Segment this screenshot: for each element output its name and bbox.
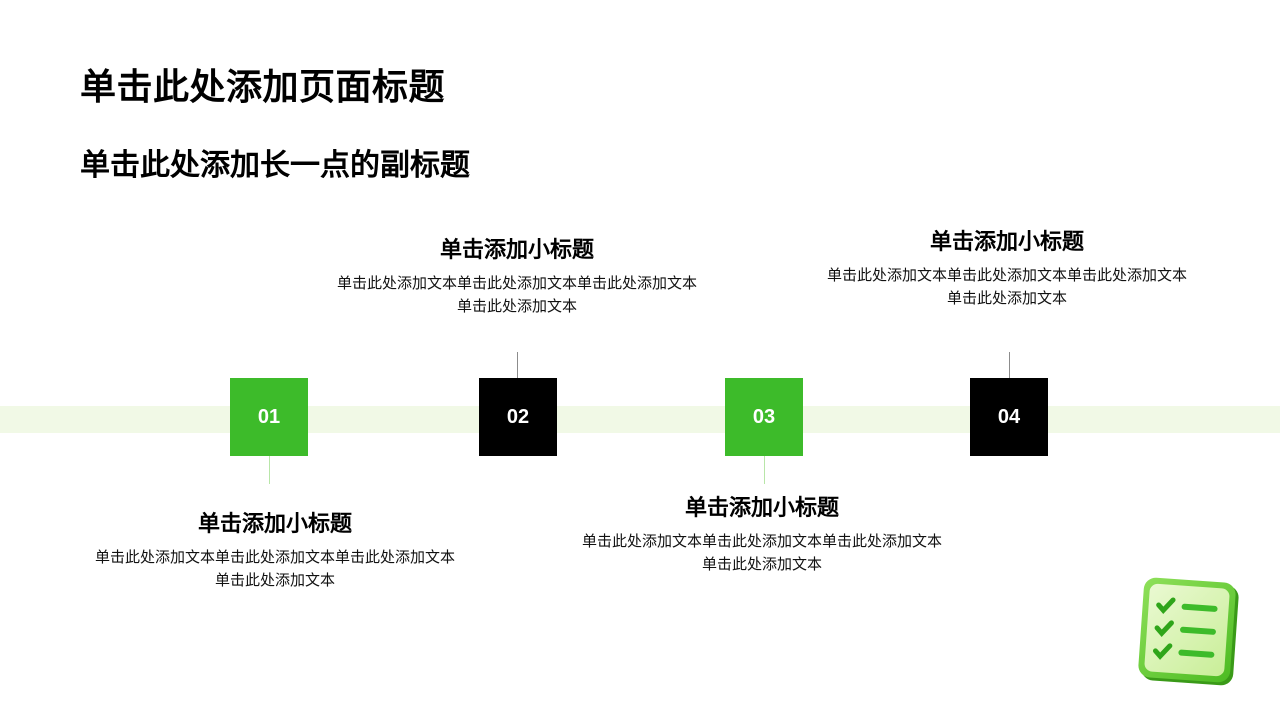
step-text: 单击此处添加文本单击此处添加文本单击此处添加文本 单击此处添加文本 xyxy=(75,546,475,592)
connector-line xyxy=(764,456,765,484)
step-number: 03 xyxy=(752,405,776,428)
step-block-03: 单击添加小标题 单击此处添加文本单击此处添加文本单击此处添加文本 单击此处添加文… xyxy=(562,494,962,576)
step-marker-02: 02 xyxy=(479,378,557,456)
timeline-band xyxy=(0,406,1280,433)
step-text-line: 单击此处添加文本单击此处添加文本单击此处添加文本 xyxy=(336,274,697,292)
connector-line xyxy=(517,352,518,378)
connector-line xyxy=(269,456,270,484)
step-text-line: 单击此处添加文本 xyxy=(701,555,822,573)
step-text-line: 单击此处添加文本单击此处添加文本单击此处添加文本 xyxy=(94,548,455,566)
step-text-line: 单击此处添加文本单击此处添加文本单击此处添加文本 xyxy=(826,266,1187,284)
step-text-line: 单击此处添加文本 xyxy=(456,297,577,315)
connector-line xyxy=(1009,352,1010,378)
step-number: 02 xyxy=(506,405,530,428)
step-marker-01: 01 xyxy=(230,378,308,456)
step-heading: 单击添加小标题 xyxy=(439,238,594,263)
step-marker-04: 04 xyxy=(970,378,1048,456)
step-heading: 单击添加小标题 xyxy=(929,230,1084,255)
step-marker-03: 03 xyxy=(725,378,803,456)
step-text-line: 单击此处添加文本单击此处添加文本单击此处添加文本 xyxy=(581,532,942,550)
step-text: 单击此处添加文本单击此处添加文本单击此处添加文本 单击此处添加文本 xyxy=(317,272,717,318)
step-number: 01 xyxy=(257,405,281,428)
step-text-line: 单击此处添加文本 xyxy=(214,571,335,589)
checklist-icon xyxy=(1136,577,1242,689)
page-subtitle: 单击此处添加长一点的副标题 xyxy=(80,148,470,183)
step-text: 单击此处添加文本单击此处添加文本单击此处添加文本 单击此处添加文本 xyxy=(562,530,962,576)
step-text-line: 单击此处添加文本 xyxy=(946,289,1067,307)
step-heading: 单击添加小标题 xyxy=(684,496,839,521)
page-title: 单击此处添加页面标题 xyxy=(80,67,446,108)
step-block-02: 单击添加小标题 单击此处添加文本单击此处添加文本单击此处添加文本 单击此处添加文… xyxy=(317,236,717,318)
step-block-04: 单击添加小标题 单击此处添加文本单击此处添加文本单击此处添加文本 单击此处添加文… xyxy=(807,228,1207,310)
step-number: 04 xyxy=(997,405,1021,428)
step-heading: 单击添加小标题 xyxy=(197,512,352,537)
step-block-01: 单击添加小标题 单击此处添加文本单击此处添加文本单击此处添加文本 单击此处添加文… xyxy=(75,510,475,592)
step-text: 单击此处添加文本单击此处添加文本单击此处添加文本 单击此处添加文本 xyxy=(807,264,1207,310)
